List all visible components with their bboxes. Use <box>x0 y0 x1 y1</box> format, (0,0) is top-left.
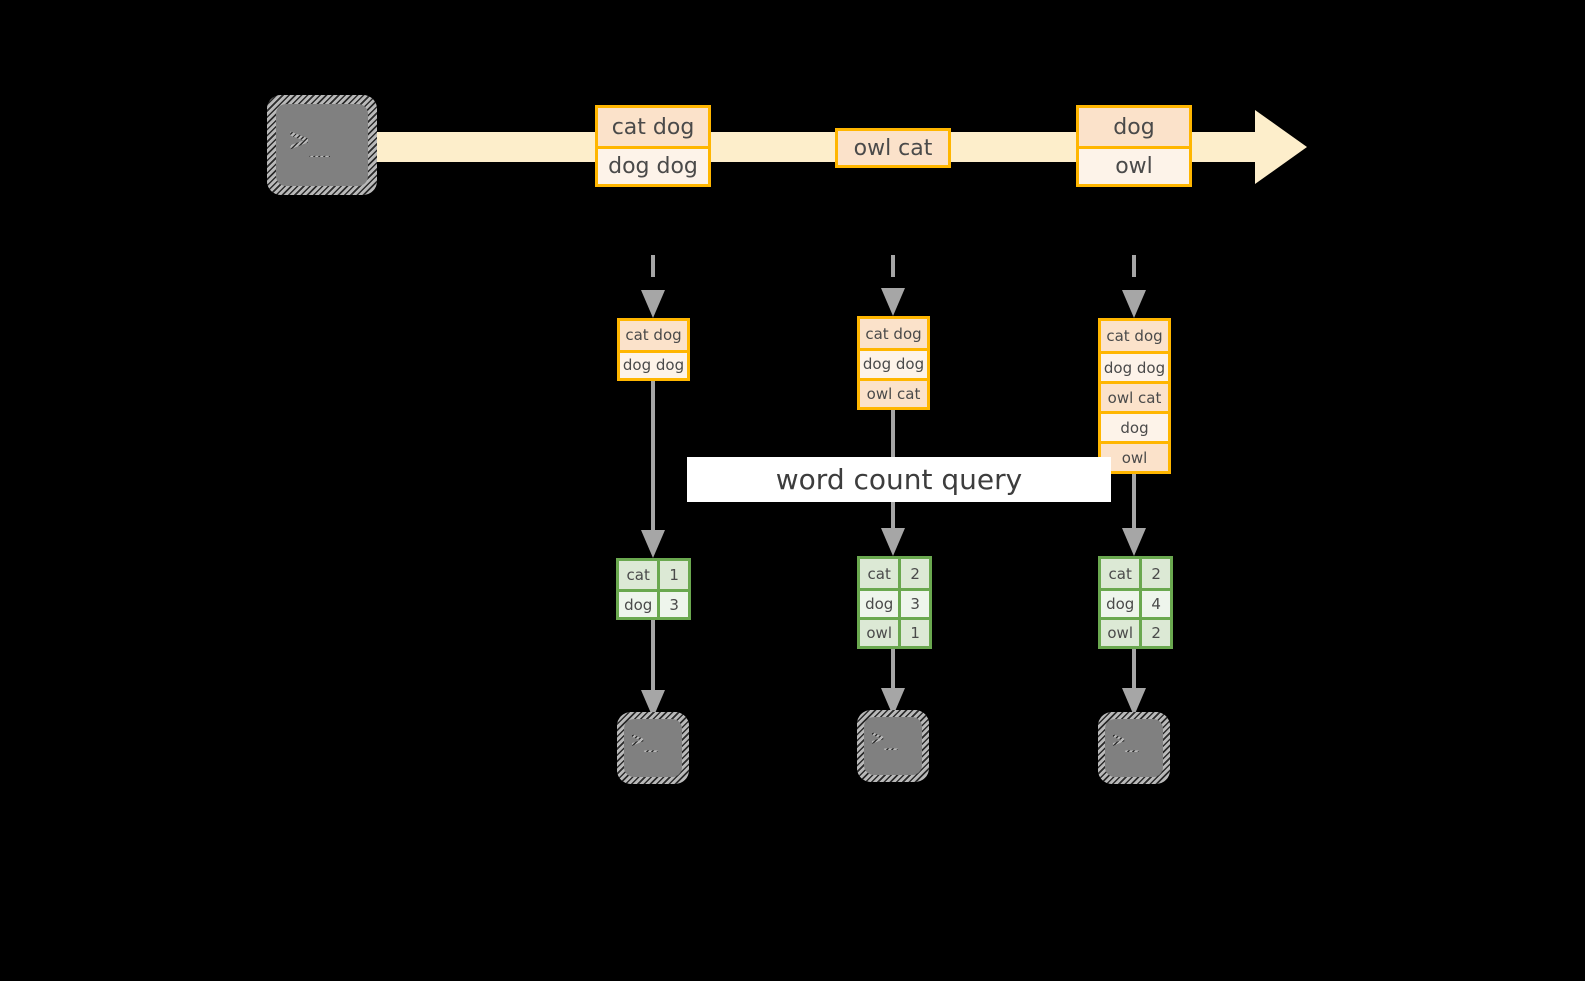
input-row: cat dog <box>1101 321 1168 351</box>
stream-batch-2[interactable]: owl cat <box>835 128 951 168</box>
table-row: dog 3 <box>860 588 929 617</box>
stream-line: owl <box>1079 146 1189 184</box>
result-count: 2 <box>1142 619 1170 646</box>
terminal-screen <box>1105 719 1163 777</box>
stream-batch-1[interactable]: cat dog dog dog <box>595 105 711 187</box>
result-count: 2 <box>1142 559 1170 588</box>
input-table-3[interactable]: cat dog dog dog owl cat dog owl <box>1098 318 1171 474</box>
result-word: cat <box>860 559 902 588</box>
table-row: cat 2 <box>1101 559 1170 588</box>
table-row: cat 1 <box>619 561 688 589</box>
result-word: cat <box>1101 559 1143 588</box>
sink-terminal-3[interactable]: >_ <box>1098 712 1170 784</box>
terminal-screen <box>276 104 368 186</box>
trigger-arrowheads <box>641 288 1146 318</box>
stream-batch-3[interactable]: dog owl <box>1076 105 1192 187</box>
table-row: dog 4 <box>1101 588 1170 617</box>
result-count: 3 <box>660 592 688 617</box>
stream-line: dog dog <box>598 146 708 184</box>
terminal-prompt-icon: >_ <box>871 726 898 751</box>
input-row: dog dog <box>1101 351 1168 381</box>
input-row: cat dog <box>860 319 927 349</box>
table-row: dog 3 <box>619 589 688 617</box>
result-word: dog <box>860 591 902 617</box>
stream-line: dog <box>1079 108 1189 146</box>
input-row: cat dog <box>620 321 687 350</box>
terminal-screen <box>624 719 682 777</box>
sink-arrowheads <box>641 688 1146 718</box>
result-word: owl <box>1101 619 1143 646</box>
result-count: 1 <box>901 619 929 646</box>
input-row: dog dog <box>860 348 927 378</box>
input-table-2[interactable]: cat dog dog dog owl cat <box>857 316 930 410</box>
result-count: 3 <box>901 591 929 617</box>
result-table-3[interactable]: cat 2 dog 4 owl 2 <box>1098 556 1173 649</box>
sink-terminal-2[interactable]: >_ <box>857 710 929 782</box>
input-row: owl <box>1101 441 1168 471</box>
input-row: dog <box>1101 411 1168 441</box>
input-table-1[interactable]: cat dog dog dog <box>617 318 690 381</box>
result-word: owl <box>860 619 902 646</box>
input-row: owl cat <box>860 377 927 407</box>
terminal-prompt-icon: >_ <box>289 120 330 160</box>
terminal-prompt-icon: >_ <box>1112 728 1139 753</box>
result-word: dog <box>1101 591 1143 617</box>
input-row: owl cat <box>1101 381 1168 411</box>
sink-terminal-1[interactable]: >_ <box>617 712 689 784</box>
result-count: 2 <box>901 559 929 588</box>
terminal-screen <box>864 717 922 775</box>
source-terminal[interactable]: >_ <box>267 95 377 195</box>
stream-line: owl cat <box>838 131 948 165</box>
result-word: cat <box>619 561 661 589</box>
table-row: cat 2 <box>860 559 929 588</box>
result-word: dog <box>619 592 661 617</box>
result-count: 1 <box>660 561 688 589</box>
input-row: dog dog <box>620 349 687 378</box>
query-arrowheads <box>641 528 1146 558</box>
table-row: owl 2 <box>1101 616 1170 646</box>
result-count: 4 <box>1142 591 1170 617</box>
table-row: owl 1 <box>860 616 929 646</box>
result-table-2[interactable]: cat 2 dog 3 owl 1 <box>857 556 932 649</box>
terminal-prompt-icon: >_ <box>631 728 658 753</box>
result-table-1[interactable]: cat 1 dog 3 <box>616 558 691 620</box>
query-label: word count query <box>687 457 1111 502</box>
stream-line: cat dog <box>598 108 708 146</box>
